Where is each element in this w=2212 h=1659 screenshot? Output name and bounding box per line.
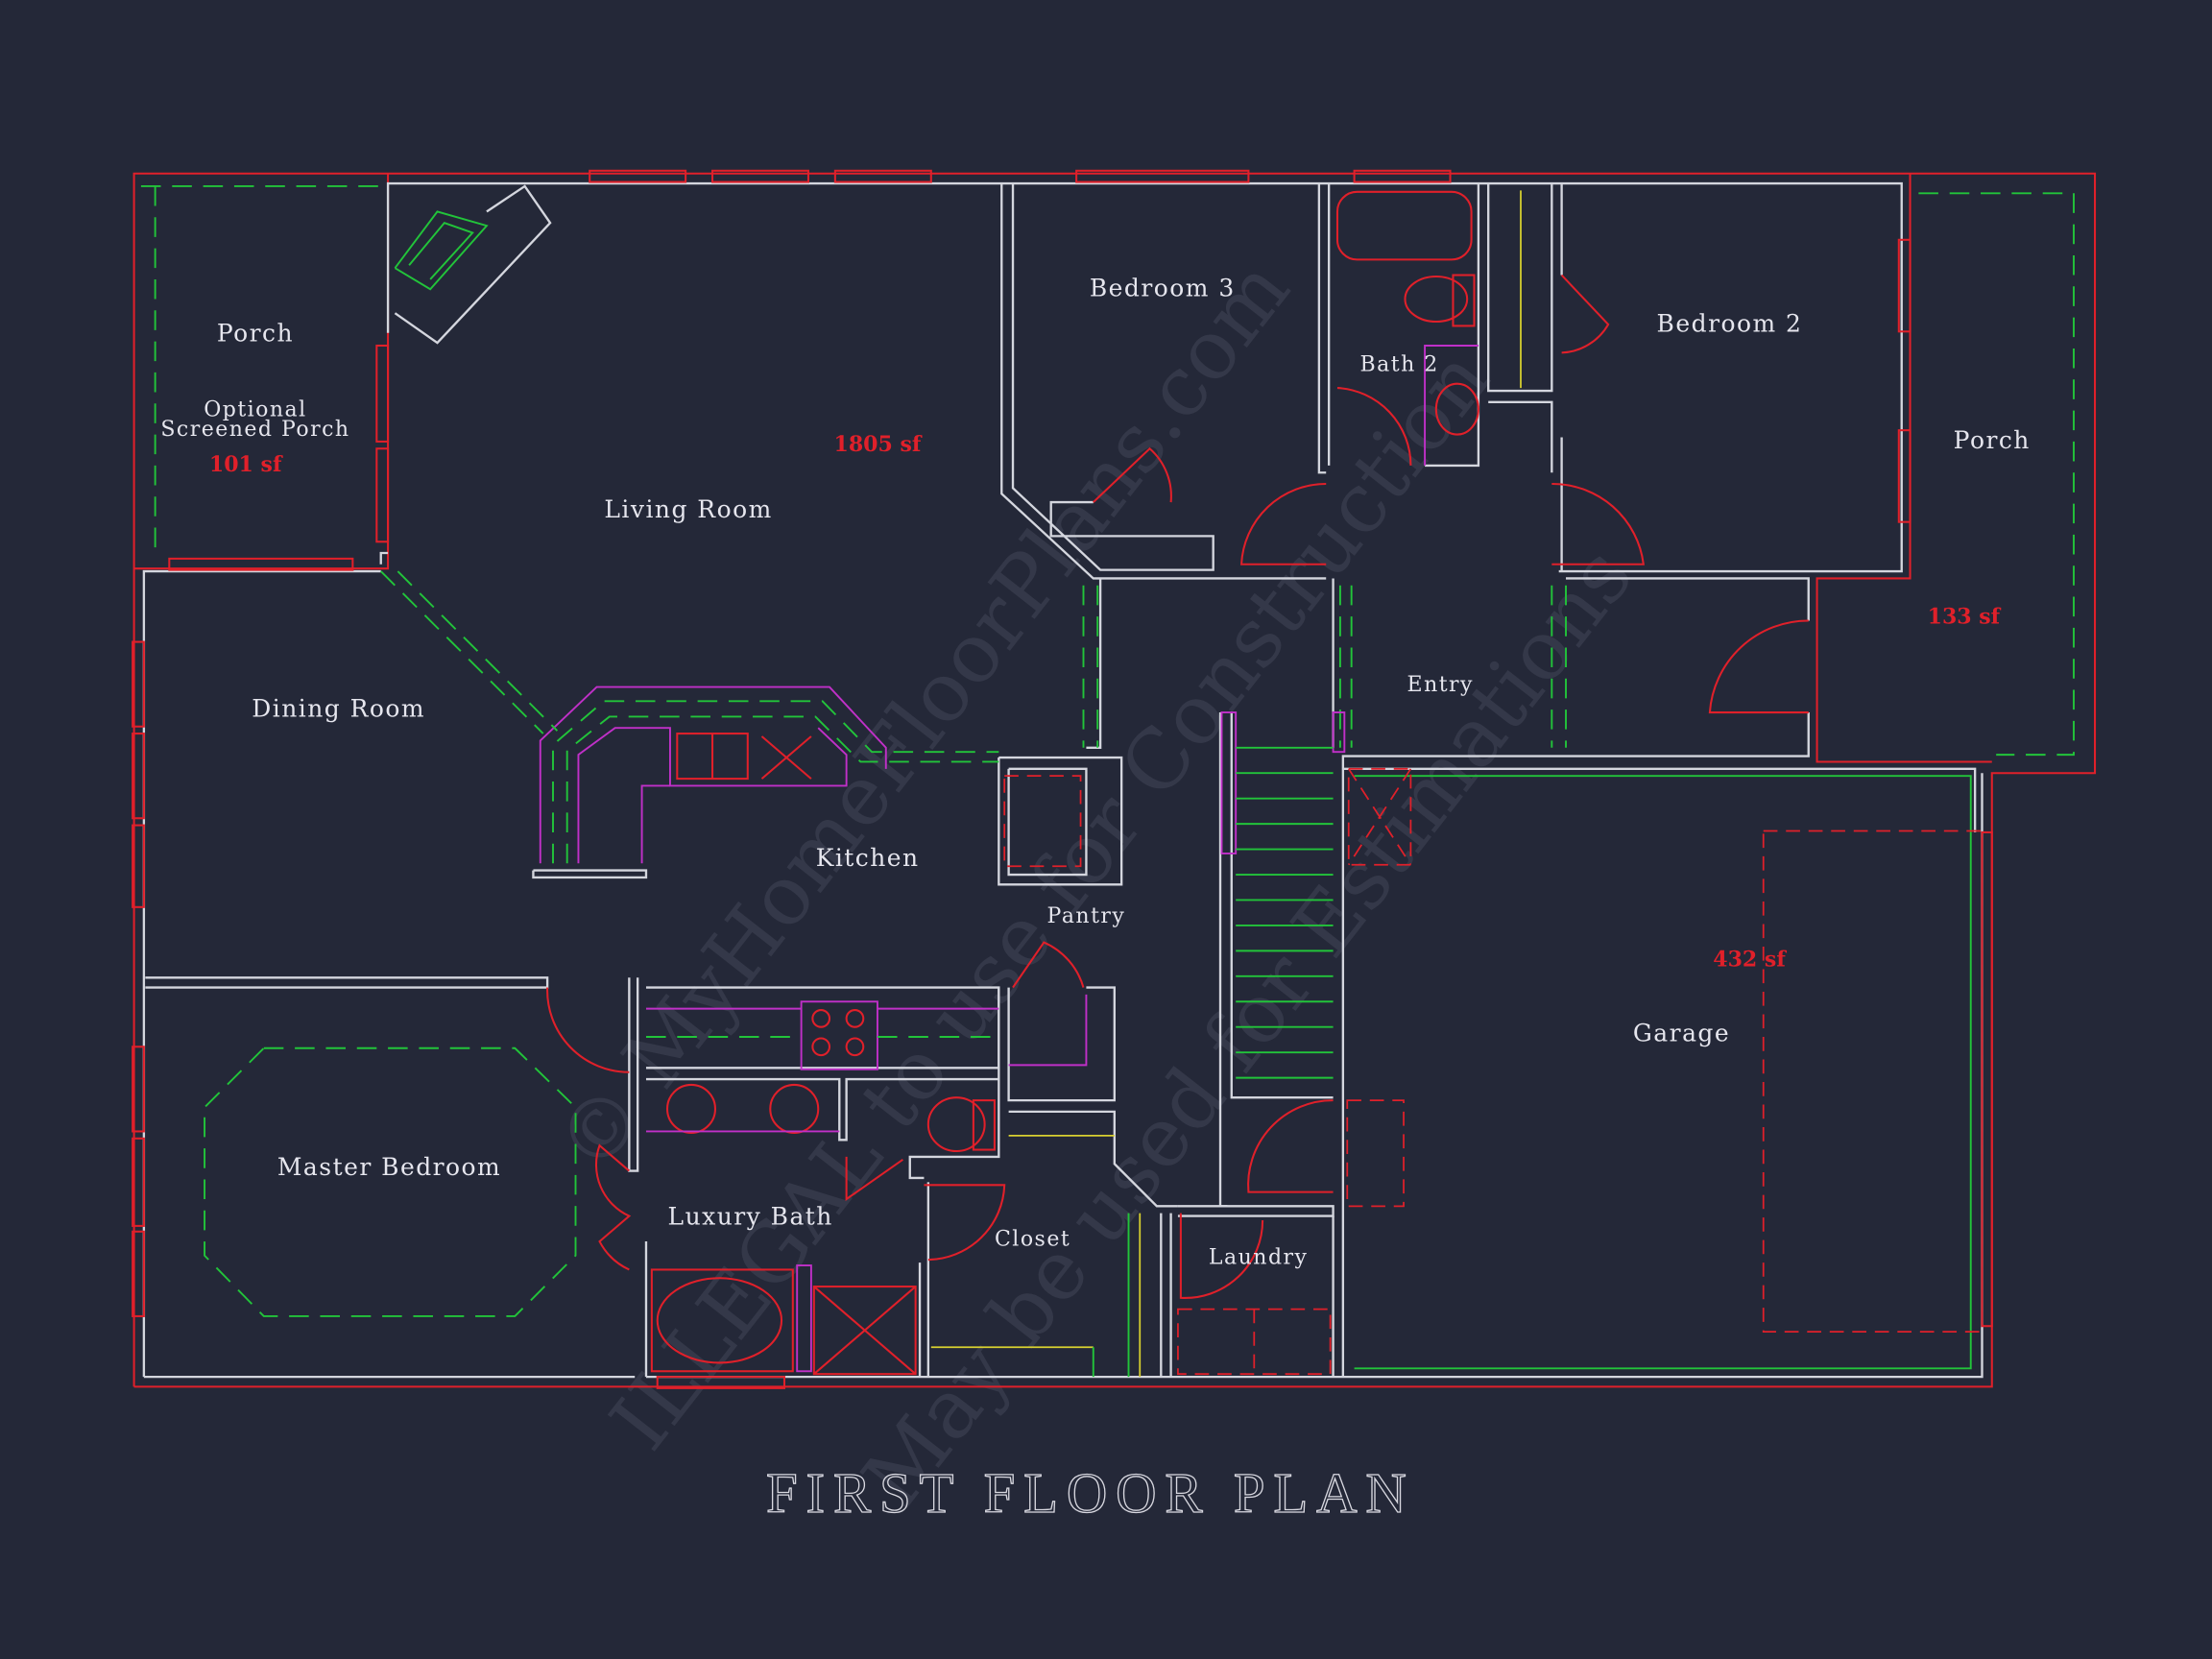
label-laundry: Laundry xyxy=(1209,1246,1309,1270)
label-pantry: Pantry xyxy=(1047,904,1126,928)
fireplace-icon xyxy=(394,184,552,345)
label-bedroom-3: Bedroom 3 xyxy=(1090,275,1236,302)
label-living-room: Living Room xyxy=(604,495,772,523)
label-luxury-bath: Luxury Bath xyxy=(668,1202,833,1230)
toilet-icon xyxy=(926,1096,986,1153)
plan-title: FIRST FLOOR PLAN xyxy=(766,1462,1415,1525)
overhead-lines xyxy=(140,185,2075,1370)
label-closet: Closet xyxy=(995,1227,1070,1251)
sink-icon xyxy=(769,1083,820,1134)
doors xyxy=(546,274,1809,1299)
area-porch-right: 133 sf xyxy=(1928,604,2002,629)
label-bath-2: Bath 2 xyxy=(1360,352,1439,376)
label-porch-note-2: Screened Porch xyxy=(160,418,349,442)
label-bedroom-2: Bedroom 2 xyxy=(1657,309,1803,337)
area-garage: 432 sf xyxy=(1713,948,1787,973)
area-porch-left: 101 sf xyxy=(209,452,283,477)
tub-icon xyxy=(650,1268,794,1373)
windows xyxy=(132,169,1993,1389)
shower-icon xyxy=(812,1286,917,1376)
label-porch-note-1: Optional xyxy=(204,397,306,421)
sink-icon xyxy=(665,1083,717,1134)
toilet-icon xyxy=(1404,275,1469,324)
bathtub-icon xyxy=(1335,190,1473,261)
label-kitchen: Kitchen xyxy=(816,844,920,872)
pantry-shelf xyxy=(1003,775,1082,868)
label-porch-left: Porch xyxy=(217,320,294,348)
label-dining-room: Dining Room xyxy=(252,694,425,722)
area-living: 1805 sf xyxy=(834,432,923,457)
walls xyxy=(142,181,1984,1379)
label-porch-right: Porch xyxy=(1954,426,2031,454)
room-labels: Porch Optional Screened Porch 101 sf 180… xyxy=(160,275,2031,1270)
kitchen-counter xyxy=(539,685,1088,1070)
stairs xyxy=(1220,711,1412,1208)
label-garage: Garage xyxy=(1633,1019,1730,1046)
cooktop-icon xyxy=(800,1000,878,1070)
sink-icon xyxy=(1434,382,1479,436)
label-master-bedroom: Master Bedroom xyxy=(277,1153,501,1181)
label-entry: Entry xyxy=(1407,673,1474,697)
